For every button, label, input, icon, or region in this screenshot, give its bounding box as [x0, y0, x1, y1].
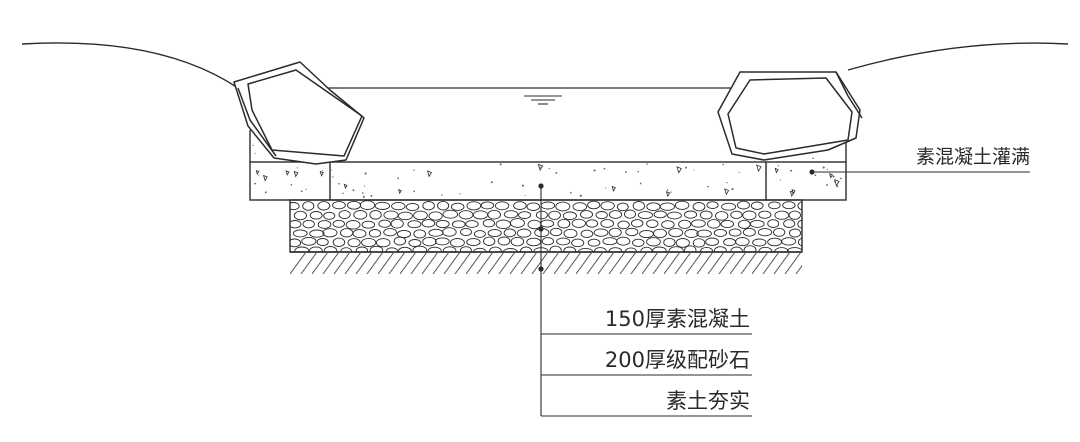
label-fill-concrete: 素混凝土灌满 — [916, 146, 1030, 168]
boulder-right — [717, 71, 863, 161]
water-level-symbol — [524, 95, 562, 105]
concrete-slab — [249, 161, 847, 201]
leader-dots — [538, 183, 544, 272]
boulder-left — [233, 61, 365, 165]
label-concrete-layer: 150厚素混凝土 — [605, 307, 750, 331]
ground-line-left — [21, 42, 239, 89]
ground-line-right — [847, 42, 1069, 71]
label-soil-layer: 素土夯实 — [666, 389, 750, 413]
leader-layers — [540, 186, 752, 417]
label-gravel-layer: 200厚级配砂石 — [605, 348, 750, 372]
soil-hatch — [290, 252, 802, 274]
leader-fill-concrete — [809, 169, 1030, 175]
gravel-stones — [290, 200, 802, 252]
